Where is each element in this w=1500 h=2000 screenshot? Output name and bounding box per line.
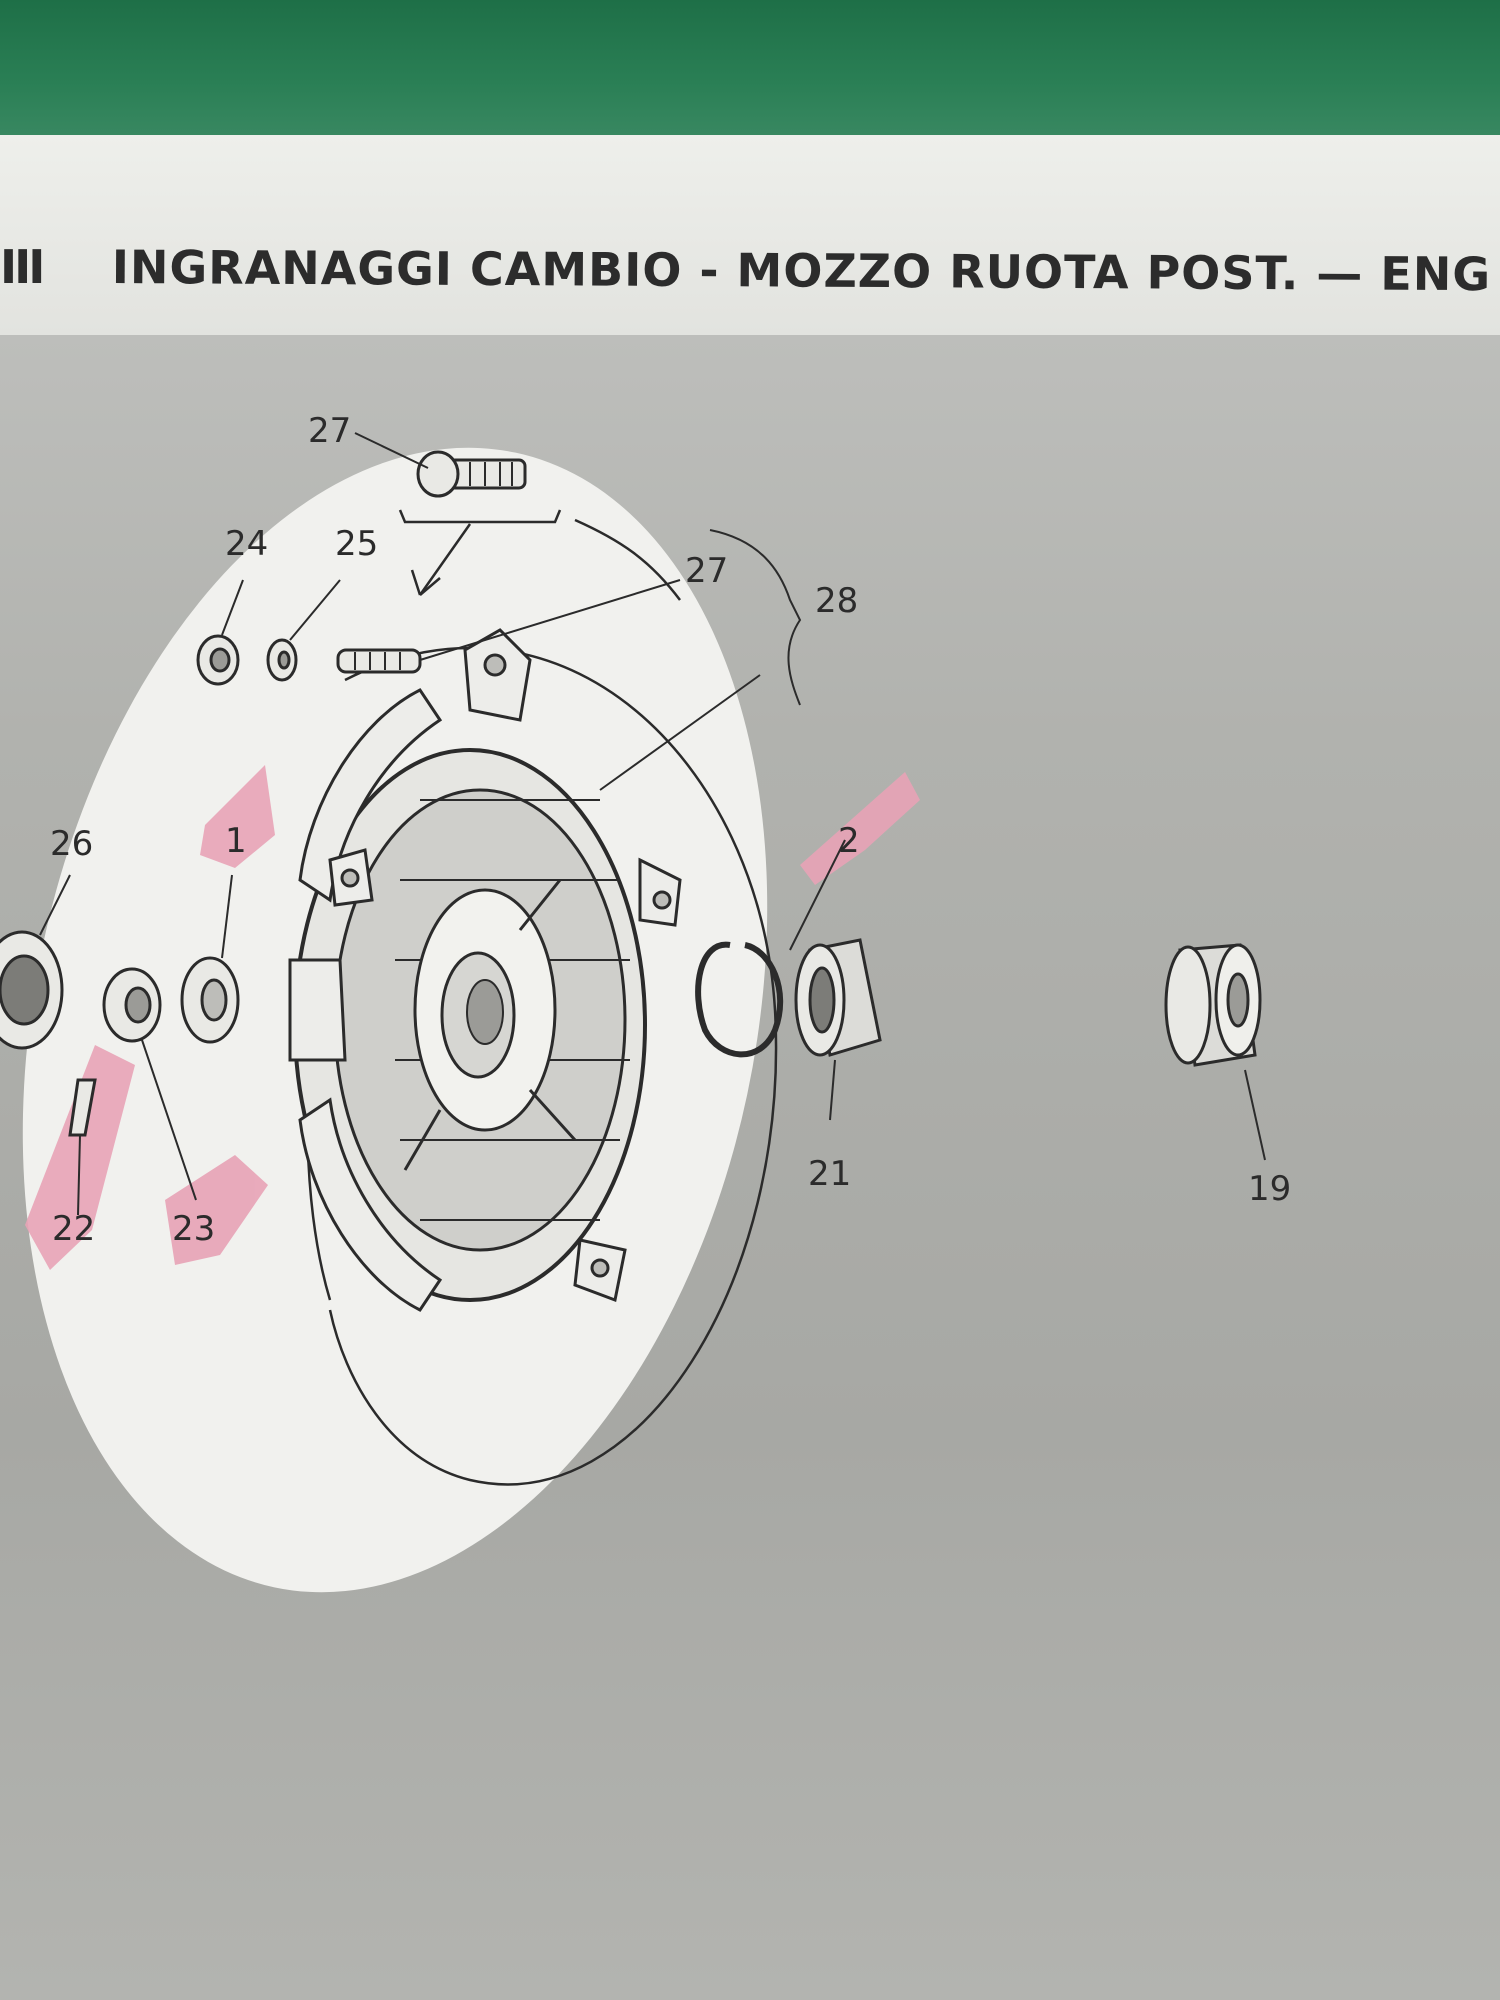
bearing-21	[794, 938, 882, 1057]
callout-19: 19	[1248, 1169, 1291, 1209]
callout-26: 26	[50, 824, 93, 864]
green-backdrop	[0, 0, 1500, 150]
callout-27-stud: 27	[685, 551, 728, 591]
bearing-26	[0, 930, 64, 1050]
leader-lines	[39, 432, 1266, 1216]
bearing-19	[1164, 943, 1262, 1067]
spacer-1	[180, 956, 240, 1044]
callout-22: 22	[52, 1209, 95, 1249]
circlip-2	[695, 941, 784, 1058]
highlight-mark-2	[800, 772, 920, 885]
nut-24	[196, 634, 240, 686]
stud-27	[336, 648, 422, 674]
page-title: INGRANAGGI CAMBIO - MOZZO RUOTA POST. — …	[111, 240, 1492, 302]
bolt-27-top	[416, 450, 527, 498]
exploded-parts-diagram: 27 24 25 27 28 26 1 2 21 19 22 23	[0, 411, 1291, 1593]
page-header	[0, 135, 1500, 335]
callout-25: 25	[335, 524, 378, 564]
callouts: 27 24 25 27 28 26 1 2 21 19 22 23	[50, 411, 1291, 1249]
callout-23: 23	[172, 1209, 215, 1249]
highlight-mark-23	[165, 1155, 268, 1265]
washer-25	[266, 638, 298, 682]
section-mark: III	[0, 240, 45, 294]
callout-27-bolt: 27	[308, 411, 351, 451]
callout-21: 21	[808, 1154, 851, 1194]
hub-body	[288, 628, 682, 1312]
callout-2: 2	[838, 821, 860, 861]
callout-24: 24	[225, 524, 268, 564]
pin-22	[68, 1078, 97, 1137]
nut-23	[102, 967, 162, 1043]
assembly-bracket	[398, 509, 562, 596]
callout-28: 28	[815, 581, 858, 621]
callout-1: 1	[225, 821, 247, 861]
highlight-mark-1	[200, 765, 275, 868]
